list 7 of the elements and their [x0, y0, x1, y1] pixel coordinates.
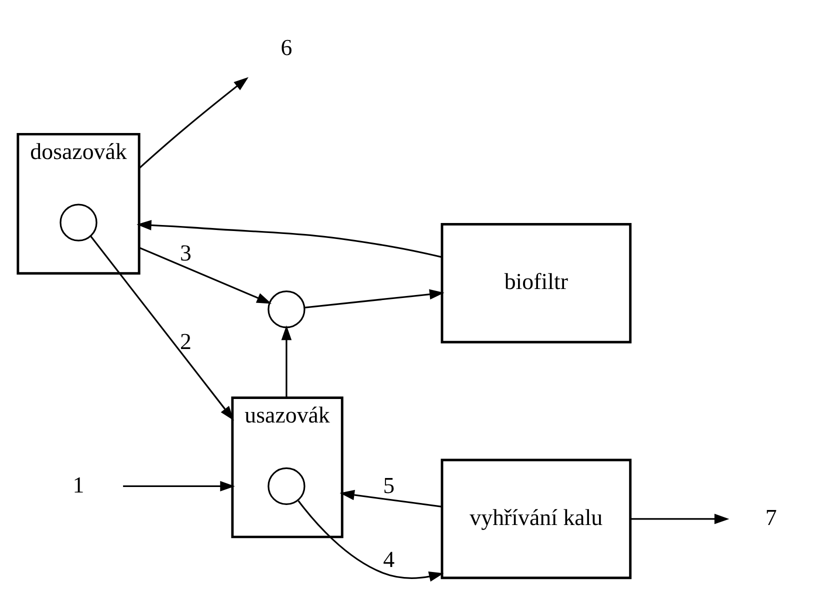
edge-label: 5: [383, 472, 395, 498]
edge-label: 3: [180, 240, 192, 266]
edge-label: 4: [383, 546, 395, 572]
node-text: 1: [72, 472, 84, 497]
node-text: 6: [280, 34, 292, 60]
node-text: 7: [765, 504, 777, 530]
edge-label: 2: [180, 328, 192, 354]
